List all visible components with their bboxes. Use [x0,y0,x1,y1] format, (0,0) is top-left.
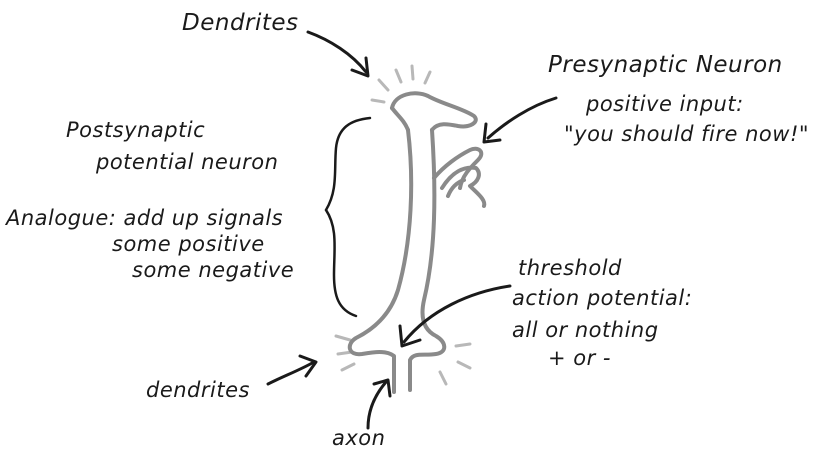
threshold-line3: all or nothing [512,318,659,343]
presynaptic-title: Presynaptic Neuron [548,52,783,80]
threshold-line4: + or - [548,346,611,371]
analogue-line2: some positive [112,232,265,257]
postsynaptic-line2: potential neuron [96,150,278,175]
presynaptic-line2: "you should fire now!" [564,122,809,147]
presynaptic-line1: positive input: [586,92,744,117]
analogue-line3: some negative [132,258,294,283]
dendrites-top-arrow [308,32,366,72]
threshold-line2: action potential: [512,286,692,311]
threshold-arrow [404,286,510,342]
analogue-line1: Analogue: add up signals [6,206,283,231]
dendrites-top-label: Dendrites [182,10,299,38]
threshold-line1: threshold [518,256,622,281]
postsynaptic-line1: Postsynaptic [66,118,205,143]
axon-label: axon [332,426,385,451]
dendrites-bottom-label: dendrites [146,378,250,403]
axon-arrow [368,382,386,428]
neuron-outline [350,93,485,392]
presynaptic-arrow [488,98,556,138]
bracket-brace [326,118,370,316]
